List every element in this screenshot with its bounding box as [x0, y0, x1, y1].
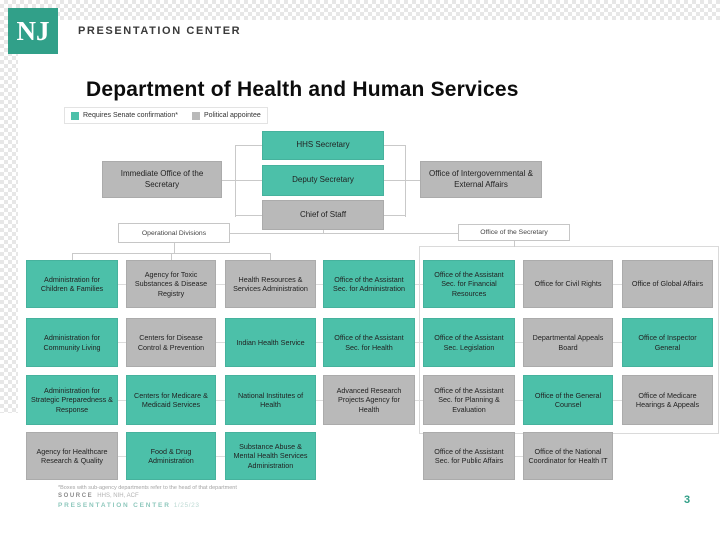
page-title: Department of Health and Human Services	[86, 78, 519, 101]
connector-line	[118, 284, 126, 285]
org-box: Office for Civil Rights	[523, 260, 613, 308]
org-box: Indian Health Service	[225, 318, 316, 367]
legend-label: Requires Senate confirmation*	[83, 112, 178, 119]
page-number: 3	[684, 494, 691, 506]
connector-line	[171, 253, 172, 260]
connector-line	[118, 400, 126, 401]
org-box: Office of the Assistant Sec. for Health	[323, 318, 415, 367]
org-box: Health Resources & Services Administrati…	[225, 260, 316, 308]
org-box: Administration for Children & Families	[26, 260, 118, 308]
org-box: Office of the Assistant Sec. for Financi…	[423, 260, 515, 308]
connector-line	[235, 215, 262, 216]
org-box: National Institutes of Health	[225, 375, 316, 425]
connector-line	[613, 400, 622, 401]
legend-item-appointee: Political appointee	[191, 111, 261, 120]
connector-line	[174, 243, 175, 253]
org-box: Office of Global Affairs	[622, 260, 713, 308]
connector-line	[384, 145, 405, 146]
connector-line	[415, 342, 423, 343]
group-label-operational-divisions: Operational Divisions	[118, 223, 230, 243]
senate-swatch	[71, 111, 79, 120]
org-box: Substance Abuse & Mental Health Services…	[225, 432, 316, 480]
connector-line	[230, 233, 458, 234]
connector-line	[316, 284, 323, 285]
org-box-intergovernmental-affairs: Office of Intergovernmental & External A…	[420, 161, 542, 198]
org-box: Administration for Community Living	[26, 318, 118, 367]
connector-line	[405, 145, 406, 217]
source-text: HHS, NIH, ACF	[97, 493, 139, 499]
org-box: Office of the General Counsel	[523, 375, 613, 425]
org-box: Agency for Healthcare Research & Quality	[26, 432, 118, 480]
org-box: Office of the Assistant Sec. for Adminis…	[323, 260, 415, 308]
legend-item-senate: Requires Senate confirmation*	[71, 111, 178, 120]
nj-logo: NJ	[8, 8, 58, 54]
connector-line	[235, 145, 236, 217]
connector-line	[515, 400, 523, 401]
org-box: Office of the National Coordinator for H…	[523, 432, 613, 480]
org-box: Centers for Medicare & Medicaid Services	[126, 375, 216, 425]
nj-logo-text: NJ	[16, 15, 50, 46]
org-box: Office of the Assistant Sec. for Plannin…	[423, 375, 515, 425]
connector-line	[216, 342, 225, 343]
bottom-hatch-border	[0, 0, 720, 20]
org-box: Advanced Research Projects Agency for He…	[323, 375, 415, 425]
legend: Requires Senate confirmation* Political …	[64, 107, 268, 124]
connector-line	[415, 284, 423, 285]
org-box: Centers for Disease Control & Prevention	[126, 318, 216, 367]
group-label-office-of-the-secretary: Office of the Secretary	[458, 224, 570, 241]
connector-line	[384, 215, 405, 216]
org-box: Office of Medicare Hearings & Appeals	[622, 375, 713, 425]
org-box: Office of the Assistant Sec. for Public …	[423, 432, 515, 480]
connector-line	[384, 180, 420, 181]
connector-line	[613, 342, 622, 343]
connector-line	[72, 253, 73, 260]
connector-line	[515, 342, 523, 343]
connector-line	[515, 456, 523, 457]
credit-date: 1/25/23	[173, 502, 200, 509]
connector-line	[222, 180, 262, 181]
org-box: Departmental Appeals Board	[523, 318, 613, 367]
connector-line	[216, 284, 225, 285]
connector-line	[118, 342, 126, 343]
connector-line	[216, 456, 225, 457]
connector-line	[316, 342, 323, 343]
connector-line	[514, 241, 515, 247]
brand-text: PRESENTATION CENTER	[78, 25, 242, 37]
org-box-executive: Deputy Secretary	[262, 165, 384, 196]
connector-line	[270, 253, 271, 260]
connector-line	[316, 400, 323, 401]
connector-line	[613, 284, 622, 285]
connector-line	[216, 400, 225, 401]
connector-line	[415, 400, 423, 401]
connector-line	[515, 284, 523, 285]
org-box-executive: HHS Secretary	[262, 131, 384, 160]
org-box: Administration for Strategic Preparednes…	[26, 375, 118, 425]
footnote: *Boxes with sub-agency departments refer…	[58, 485, 237, 491]
source-label: SOURCE	[58, 493, 94, 499]
appointee-swatch	[191, 111, 200, 120]
org-box: Agency for Toxic Substances & Disease Re…	[126, 260, 216, 308]
org-box-immediate-office: Immediate Office of the Secretary	[102, 161, 222, 198]
credit-brand: PRESENTATION CENTER	[58, 502, 171, 509]
org-box: Office of Inspector General	[622, 318, 713, 367]
connector-line	[118, 456, 126, 457]
org-box-executive: Chief of Staff	[262, 200, 384, 230]
left-hatch-border	[0, 0, 18, 413]
connector-line	[235, 145, 262, 146]
connector-line	[323, 230, 324, 234]
org-box: Food & Drug Administration	[126, 432, 216, 480]
org-box: Office of the Assistant Sec. Legislation	[423, 318, 515, 367]
legend-label: Political appointee	[203, 112, 261, 119]
